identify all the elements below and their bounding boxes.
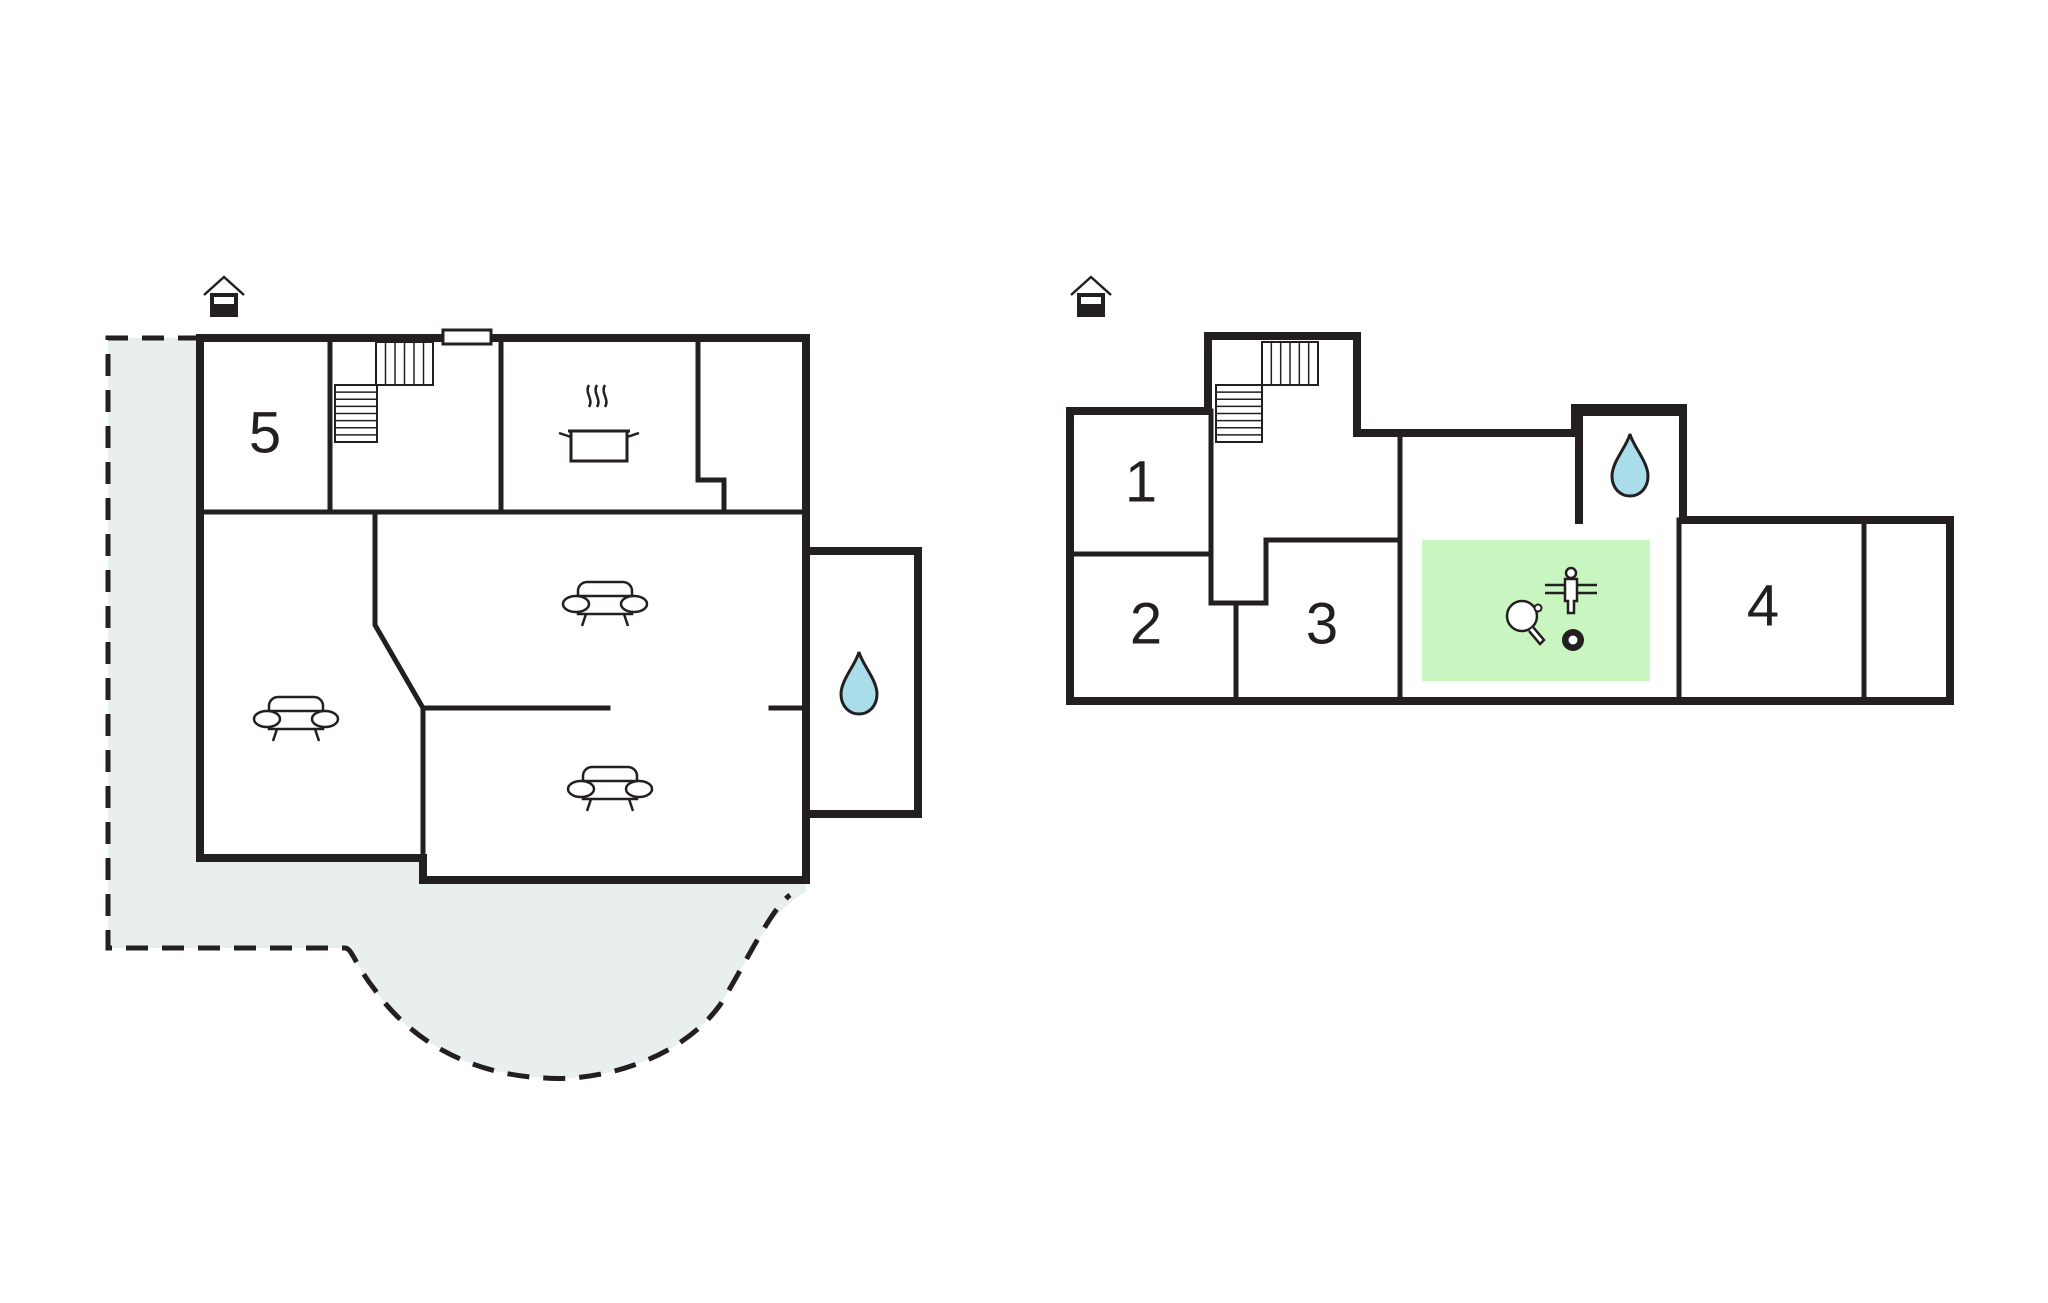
house-entrance-icon: [1070, 275, 1112, 317]
room-label-2: 2: [1130, 591, 1162, 656]
wall: [695, 335, 727, 515]
room-label-1: 1: [1125, 449, 1157, 514]
terrace: [108, 338, 806, 1079]
table-football-icon: [1545, 566, 1597, 615]
house-entrance-icon: [203, 275, 245, 317]
ground-outer-wall: [196, 334, 810, 884]
terrace-outline: [105, 335, 792, 1081]
sofa-icon: [252, 695, 340, 743]
ground-floor: 5: [105, 275, 922, 1081]
cooking-pot-icon: [558, 384, 640, 463]
stairs-icon: [1215, 341, 1319, 443]
wall: [1208, 408, 1401, 606]
stairs-icon: [334, 341, 434, 443]
water-drop-icon: [839, 650, 879, 716]
wall: [372, 509, 426, 861]
sofa-icon: [566, 765, 654, 813]
upper-floor: 1 2 3 4: [1066, 275, 1954, 705]
room-label-4: 4: [1747, 573, 1779, 638]
billiard-ball-icon: [1562, 629, 1584, 651]
sofa-icon: [561, 580, 649, 628]
room-label-3: 3: [1306, 591, 1338, 656]
table-tennis-icon: [1505, 599, 1546, 646]
water-drop-icon: [1610, 432, 1650, 498]
room-label-5: 5: [249, 400, 281, 465]
window: [441, 328, 493, 346]
ground-bathroom: [802, 547, 922, 818]
upper-bathroom: [1575, 408, 1683, 524]
